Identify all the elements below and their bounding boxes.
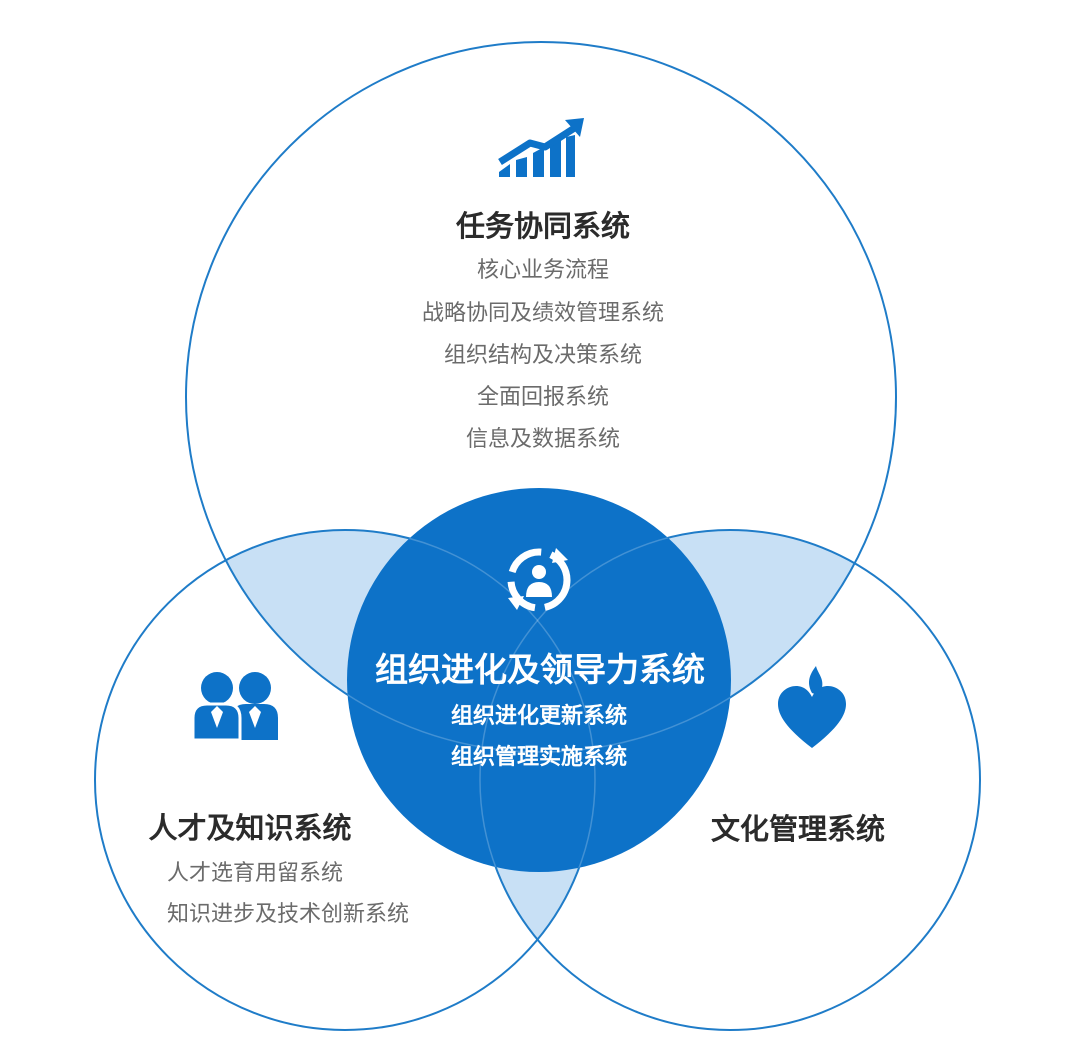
list-item: 组织管理实施系统: [451, 744, 627, 770]
list-item: 组织进化更新系统: [451, 703, 627, 729]
center-system-items: 组织进化更新系统 组织管理实施系统: [451, 703, 627, 770]
list-item: 人才选育用留系统: [167, 861, 343, 886]
top-system-items: 核心业务流程 战略协同及绩效管理系统 组织结构及决策系统 全面回报系统 信息及数…: [422, 258, 664, 452]
left-system-title: 人才及知识系统: [148, 811, 351, 845]
center-circle: [347, 488, 731, 872]
growth-chart-icon: [498, 118, 584, 177]
list-item: 核心业务流程: [477, 258, 609, 283]
heart-flame-icon: [778, 666, 846, 748]
list-item: 信息及数据系统: [466, 427, 620, 452]
list-item: 战略协同及绩效管理系统: [422, 301, 664, 326]
person-cycle-icon: [507, 548, 571, 612]
list-item: 全面回报系统: [477, 385, 609, 410]
left-system-items: 人才选育用留系统 知识进步及技术创新系统: [167, 861, 409, 927]
center-system-title: 组织进化及领导力系统: [375, 650, 705, 689]
right-system-title: 文化管理系统: [711, 812, 885, 846]
list-item: 知识进步及技术创新系统: [167, 902, 409, 927]
top-system-title: 任务协同系统: [455, 209, 630, 243]
list-item: 组织结构及决策系统: [444, 343, 642, 368]
people-icon: [191, 672, 278, 742]
